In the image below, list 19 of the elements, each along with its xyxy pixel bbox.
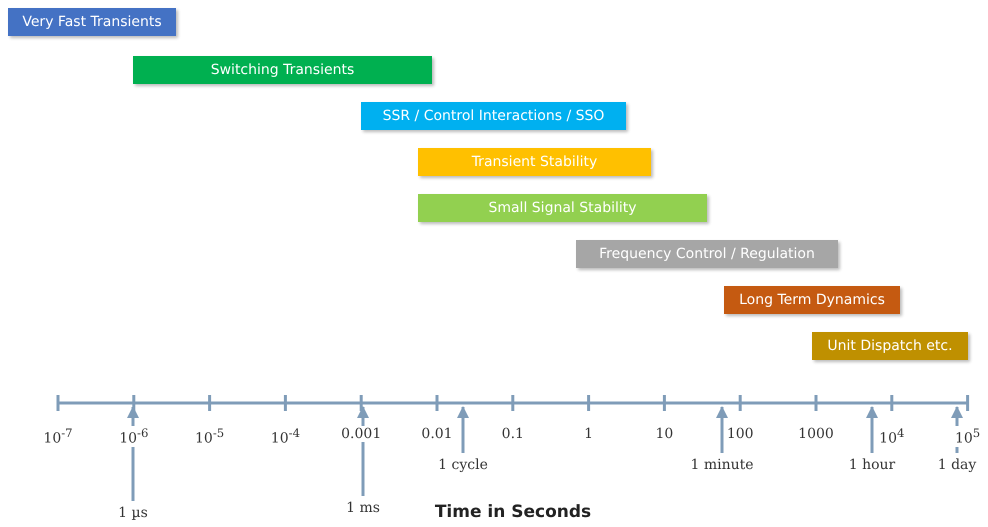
timescale-bar: Very Fast Transients — [8, 8, 176, 36]
timescale-bar: Frequency Control / Regulation — [576, 240, 838, 268]
axis-title: Time in Seconds — [434, 502, 592, 522]
timescale-bar: SSR / Control Interactions / SSO — [361, 102, 626, 130]
leader-arrow — [716, 406, 728, 453]
leader-arrow — [457, 406, 469, 453]
time-annotation: 1 ms — [346, 500, 380, 516]
time-annotation: 1 cycle — [438, 457, 488, 473]
leader-arrow — [866, 406, 878, 453]
time-annotation: 1 hour — [848, 457, 896, 473]
tick-label: 10$^{5}$ — [952, 426, 982, 447]
timescale-bar: Unit Dispatch etc. — [812, 332, 968, 360]
time-annotation: 1 µs — [118, 505, 148, 521]
time-annotation: 1 minute — [690, 457, 754, 473]
timescale-bar: Long Term Dynamics — [724, 286, 900, 314]
time-annotation: 1 day — [938, 457, 976, 473]
timescale-bar: Switching Transients — [133, 56, 432, 84]
timescale-bar: Transient Stability — [418, 148, 651, 176]
timescale-bar: Small Signal Stability — [418, 194, 707, 222]
